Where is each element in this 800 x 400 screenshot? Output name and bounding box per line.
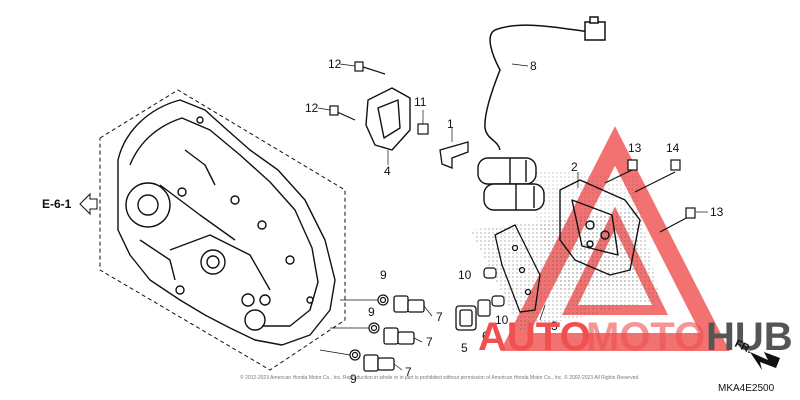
bolt-part-11 [417, 110, 429, 135]
bracket-part-4 [365, 87, 411, 165]
oring-part-9c [349, 349, 361, 361]
callout-7c: 7 [405, 365, 412, 379]
callout-11: 11 [414, 95, 427, 109]
switch-part-7c [363, 354, 403, 372]
diagram-code: MKA4E2500 [718, 383, 775, 394]
switch-part-7a [393, 295, 433, 317]
plate-part-3 [494, 224, 546, 321]
copyright-text: © 2012-2023 American Honda Motor Co., In… [240, 374, 640, 381]
oring-part-9b [368, 322, 380, 334]
callout-13a: 13 [628, 141, 642, 155]
bolt-part-13b [659, 207, 708, 233]
callouts: 1 2 3 4 5 6 7 7 7 8 9 9 9 10 10 11 12 12… [305, 57, 724, 386]
callout-10b: 10 [495, 313, 509, 327]
callout-1: 1 [447, 117, 454, 131]
callout-9a: 9 [380, 268, 387, 282]
dowel-part-10b [491, 295, 505, 307]
valve-body-part-2 [559, 172, 641, 276]
callout-4: 4 [384, 164, 391, 178]
bolt-part-12b [317, 105, 356, 121]
bolt-part-13a [604, 159, 638, 184]
reference-arrow: E-6-1 [42, 192, 98, 216]
oring-part-9a [377, 294, 389, 306]
watermark-text: AUTO MOTO HUB [478, 315, 793, 359]
callout-10a: 10 [458, 268, 472, 282]
switch-part-7b [383, 327, 423, 345]
bolt-part-14 [634, 159, 681, 193]
clip-part-1 [439, 128, 469, 169]
callout-3: 3 [551, 319, 558, 333]
shaded-area [470, 170, 660, 330]
callout-7b: 7 [426, 335, 433, 349]
harness-part-8 [484, 16, 606, 151]
solenoid-assembly [477, 157, 545, 211]
dowel-part-10a [483, 267, 497, 279]
callout-9b: 9 [368, 305, 375, 319]
filter-part-6 [477, 299, 491, 317]
callout-6: 6 [482, 329, 489, 343]
watermark-part2: MOTO [586, 315, 705, 359]
bolt-part-12a [339, 61, 386, 75]
reference-label: E-6-1 [42, 197, 72, 211]
callout-8: 8 [530, 59, 537, 73]
callout-12b: 12 [305, 101, 319, 115]
watermark-part1: AUTO [478, 315, 591, 359]
crankcase-cover [117, 99, 336, 346]
callout-5: 5 [461, 341, 468, 355]
callout-13b: 13 [710, 205, 724, 219]
callout-2: 2 [571, 160, 578, 174]
callout-9c: 9 [350, 372, 357, 386]
cover-outline [99, 89, 346, 371]
leader-lines [319, 299, 378, 356]
gasket-part-5 [455, 305, 477, 331]
callout-7a: 7 [436, 310, 443, 324]
callout-12a: 12 [328, 57, 342, 71]
watermark-part3: HUB [706, 315, 793, 359]
callout-14: 14 [666, 141, 680, 155]
